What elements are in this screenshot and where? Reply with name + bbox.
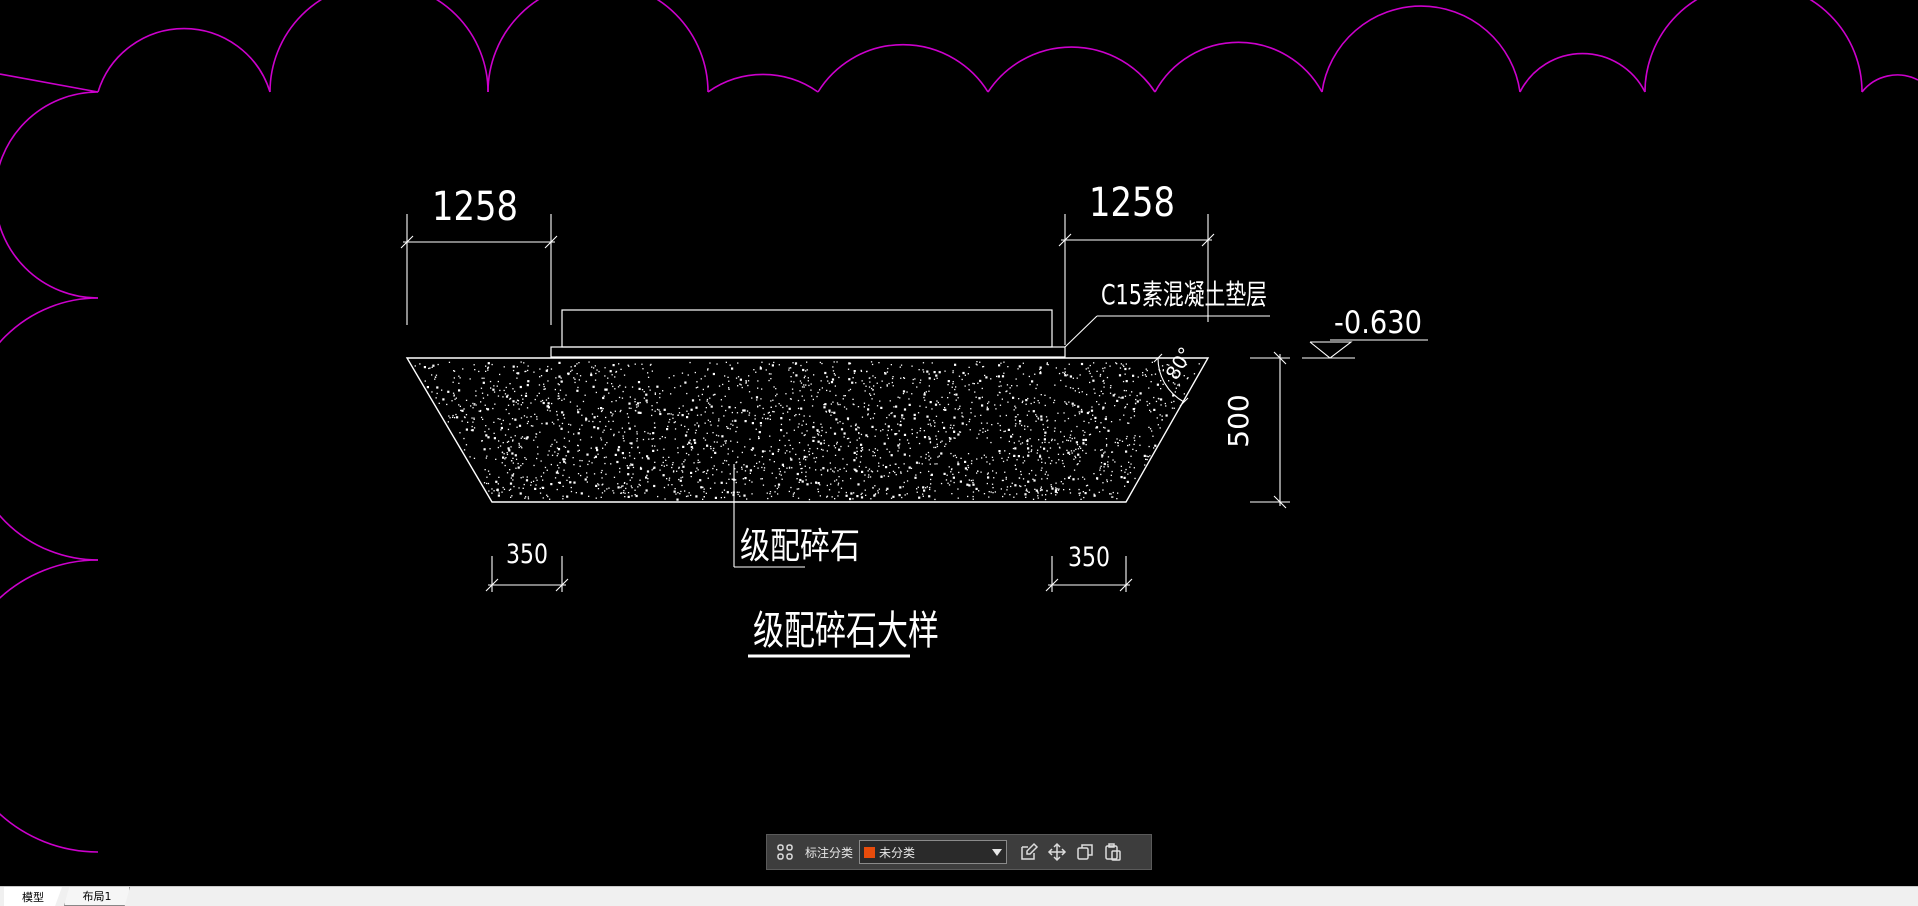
tab-model[interactable]: 模型	[4, 887, 62, 906]
tab-layout1[interactable]: 布局1	[64, 887, 130, 906]
revision-cloud	[0, 0, 1918, 853]
dimension-bottom-left	[485, 556, 569, 592]
move-icon[interactable]	[1043, 838, 1071, 866]
angle-text: 80°	[1162, 344, 1198, 384]
dimension-bottom-left-text: 350	[506, 539, 548, 570]
grid-icon[interactable]	[771, 838, 799, 866]
gravel-section	[405, 357, 1210, 503]
category-color-swatch	[864, 846, 876, 858]
concrete-cushion	[550, 309, 1066, 358]
detail-title: 级配碎石大样	[753, 608, 939, 654]
dimension-top-right	[1058, 214, 1215, 345]
category-value: 未分类	[879, 845, 916, 860]
chevron-down-icon[interactable]	[992, 848, 1003, 856]
dimension-height-text: 500	[1222, 394, 1255, 447]
dimension-bottom-right-text: 350	[1068, 542, 1110, 573]
gravel-hatch	[414, 361, 1200, 501]
edit-icon[interactable]	[1015, 838, 1043, 866]
category-dropdown[interactable]: 未分类	[859, 840, 1008, 864]
angle-marker	[1153, 353, 1189, 407]
drawing-canvas[interactable]: 1258 1258 C15素混凝土垫层 -0.630 80° 500	[0, 0, 1918, 886]
gravel-leader	[733, 464, 805, 568]
gravel-label: 级配碎石	[740, 526, 860, 567]
category-label: 标注分类	[805, 845, 854, 860]
elevation-symbol	[1302, 339, 1428, 359]
dimension-top-right-text: 1258	[1089, 180, 1175, 226]
dimension-bottom-right	[1045, 556, 1133, 592]
annotation-toolbar: 标注分类 未分类	[766, 834, 1152, 870]
copy-icon[interactable]	[1071, 838, 1099, 866]
dimension-top-left-text: 1258	[432, 184, 518, 230]
dimension-top-left	[400, 214, 558, 325]
elevation-text: -0.630	[1334, 305, 1422, 341]
paste-icon[interactable]	[1099, 838, 1127, 866]
cushion-leader	[1064, 315, 1270, 348]
cushion-label: C15素混凝土垫层	[1101, 278, 1267, 311]
layout-tab-bar: 模型 布局1	[0, 886, 1918, 906]
dimension-height	[1250, 351, 1290, 509]
